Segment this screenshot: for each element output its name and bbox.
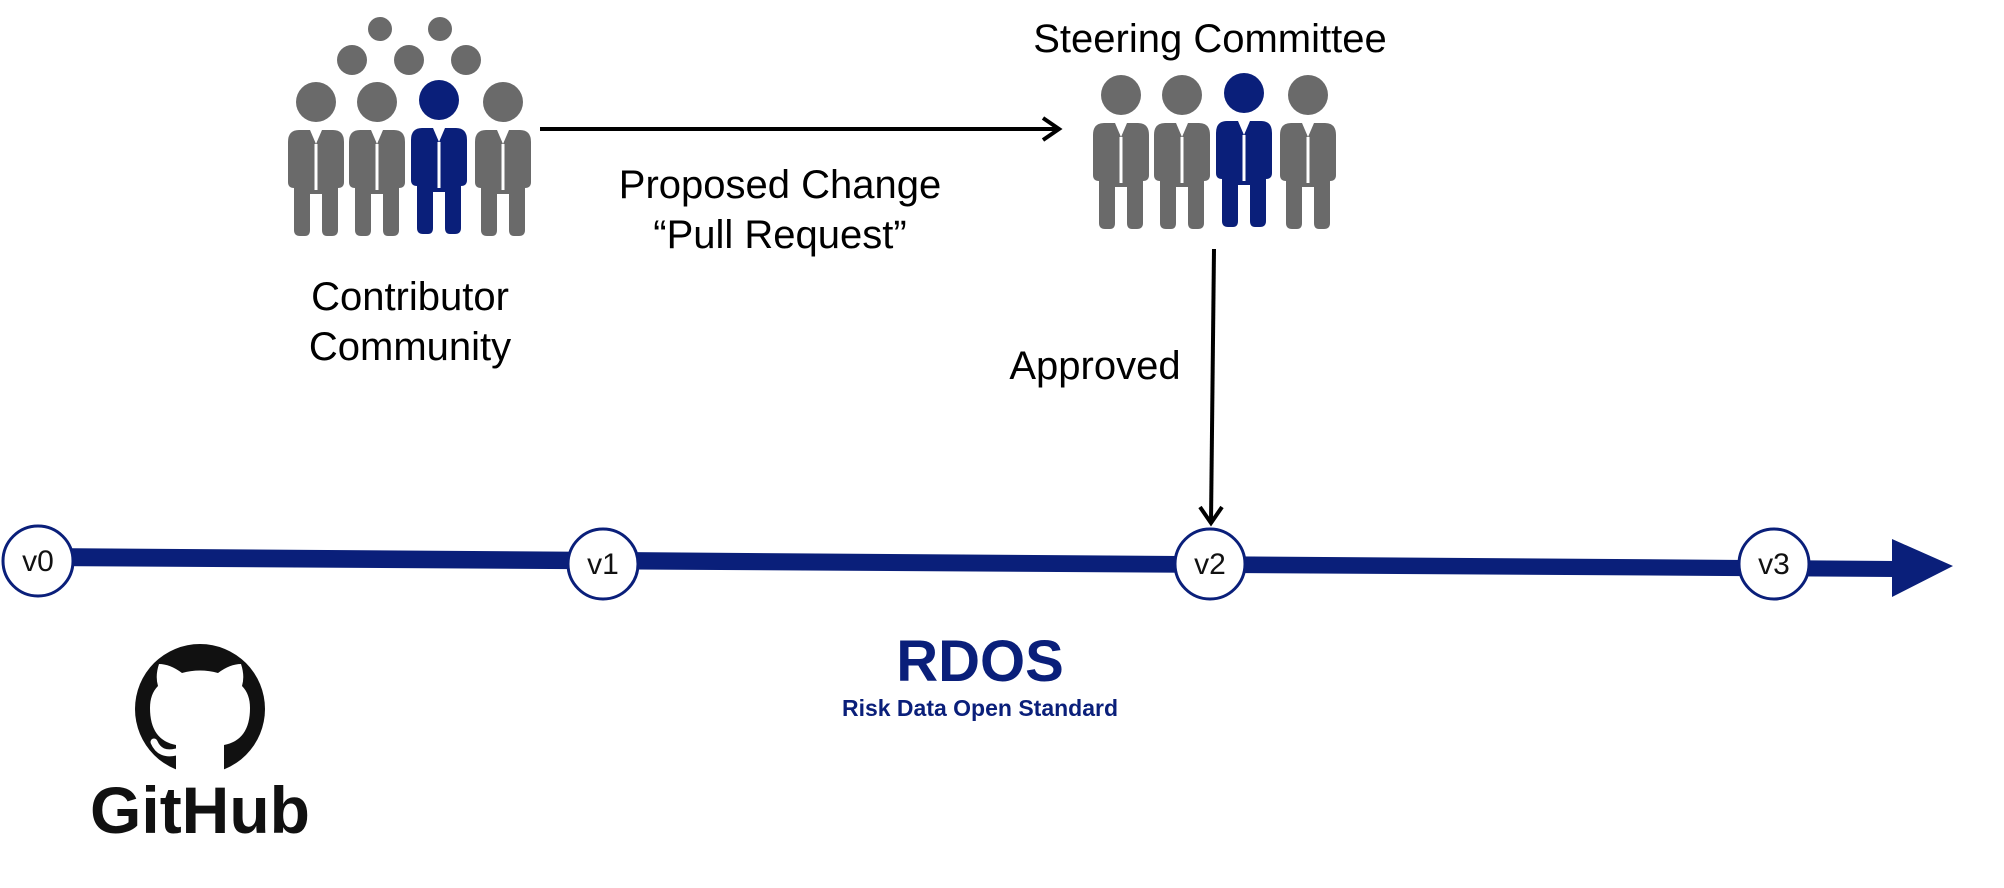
- version-node-v0: v0: [1, 524, 75, 598]
- contributor-label-line2: Community: [308, 325, 512, 369]
- arrow-down-icon: [1198, 248, 1224, 527]
- version-node-v3: v3: [1737, 527, 1811, 601]
- person-icon: [288, 82, 344, 236]
- contributor-community-label: Contributor Community: [260, 272, 560, 372]
- crowd-heads: [337, 17, 481, 75]
- steering-committee-icon: [1093, 73, 1336, 229]
- steering-committee-label: Steering Committee: [1033, 17, 1387, 61]
- person-icon: [1093, 75, 1149, 229]
- contributor-label-line1: Contributor: [311, 275, 509, 319]
- proposed-change-label: Proposed Change “Pull Request”: [580, 160, 980, 260]
- version-label: v2: [1194, 548, 1226, 581]
- rdos-subtitle: Risk Data Open Standard: [841, 695, 1119, 721]
- version-label: v1: [587, 548, 619, 581]
- github-label: GitHub: [90, 773, 310, 847]
- person-icon: [1280, 75, 1336, 229]
- rdos-title: RDOS: [896, 629, 1064, 694]
- person-icon-highlighted: [411, 80, 467, 234]
- person-icon-highlighted: [1216, 73, 1272, 227]
- approved-label: Approved: [1009, 344, 1181, 388]
- version-node-v1: v1: [566, 527, 640, 601]
- timeline-arrow-icon: [38, 539, 1953, 597]
- person-icon: [349, 82, 405, 236]
- version-node-v2: v2: [1173, 527, 1247, 601]
- contributor-community-icon: [288, 17, 531, 236]
- change-label-line2: “Pull Request”: [653, 213, 907, 257]
- version-label: v0: [22, 545, 54, 578]
- version-label: v3: [1758, 548, 1790, 581]
- person-icon: [475, 82, 531, 236]
- arrow-right-icon: [540, 116, 1063, 142]
- change-label-line1: Proposed Change: [618, 163, 942, 207]
- person-icon: [1154, 75, 1210, 229]
- github-octocat-icon: [135, 644, 265, 774]
